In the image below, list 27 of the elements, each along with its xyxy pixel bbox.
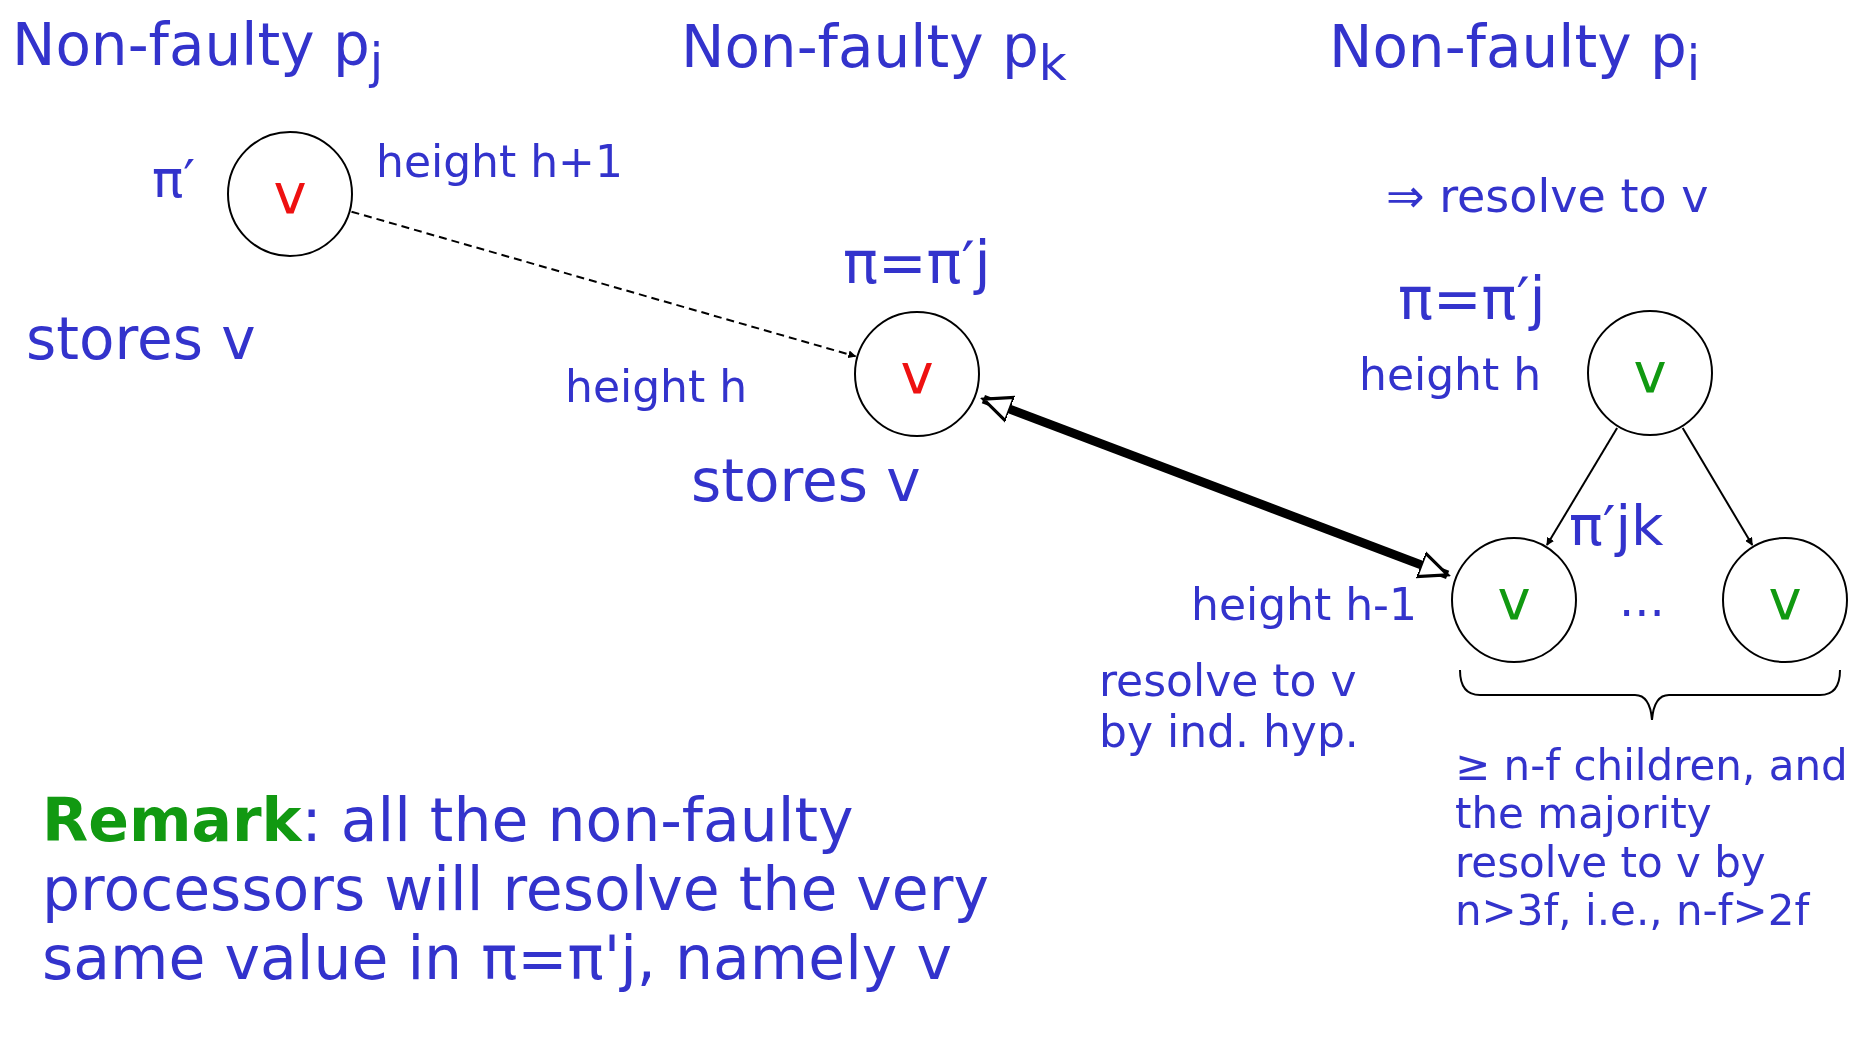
node-value: v xyxy=(1497,572,1531,628)
node-caption: π=π′j xyxy=(843,230,991,297)
column-heading: Non-faulty p$_{k}$ xyxy=(681,14,1067,92)
column-heading: Non-faulty p$_{i}$ xyxy=(1329,14,1701,92)
node-value: v xyxy=(1768,572,1802,628)
path-label: π′jk xyxy=(1569,494,1664,559)
node-value: v xyxy=(1633,345,1667,401)
node-caption: resolve to v by ind. hyp. xyxy=(1099,656,1360,758)
node-caption: height h+1 xyxy=(376,137,623,188)
node-value: v xyxy=(273,166,307,222)
node-caption: ⇒ resolve to v xyxy=(1386,170,1709,223)
double-arrow xyxy=(981,394,1450,580)
node-caption: stores v xyxy=(691,448,921,515)
arrow xyxy=(1681,427,1754,546)
node-value: v xyxy=(900,346,934,402)
remark-text: Remark: all the non-faulty processors will resolve the very same value in π=π'j, namely v xyxy=(42,786,990,993)
note-text: ≥ n-f children, and the majority resolve to v by n>3f, i.e., n-f>2f xyxy=(1455,742,1849,936)
ellipsis: ... xyxy=(1619,572,1665,628)
node-caption: stores v xyxy=(26,306,256,373)
node-caption: π=π′j xyxy=(1398,266,1546,333)
arrow xyxy=(1545,426,1619,547)
node-caption: height h xyxy=(565,362,748,413)
column-heading: Non-faulty p$_{j}$ xyxy=(12,12,384,90)
node-caption: height h-1 xyxy=(1191,580,1417,631)
dashed-arrow xyxy=(350,210,857,359)
node-caption: height h xyxy=(1359,350,1542,401)
node-caption: π′ xyxy=(152,150,196,210)
